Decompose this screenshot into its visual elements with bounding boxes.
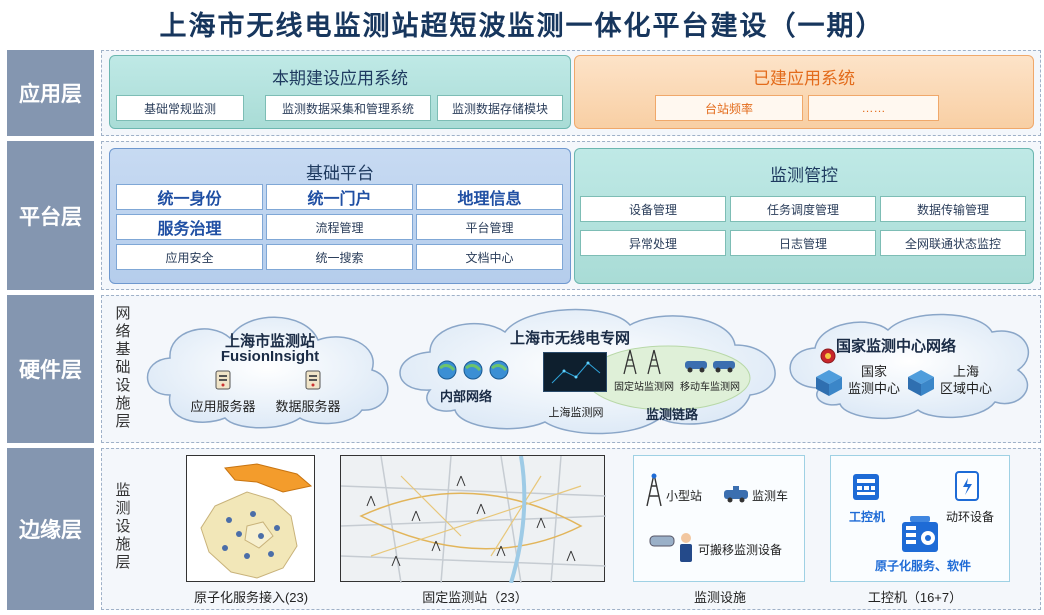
- monitor-link-label: 监测链路: [646, 407, 699, 422]
- monitor-control-title: 监测管控: [770, 166, 838, 185]
- monitor-facility-box: [633, 455, 805, 582]
- base-item-service-gov: 服务治理: [116, 214, 263, 240]
- sh-net-label: 上海监测网: [548, 407, 604, 419]
- monitor-item-exception: 异常处理: [580, 230, 726, 256]
- inner-net-label: 内部网络: [440, 389, 493, 404]
- app-item-basic-monitor: 基础常规监测: [116, 95, 244, 121]
- regional-center-icon: [908, 370, 934, 396]
- layer-label-platform: 平台层: [7, 141, 94, 290]
- sh-net-map-image: [543, 352, 607, 392]
- fixed-station-caption: 固定监测站（23）: [422, 590, 528, 605]
- env-device-icon: [955, 471, 979, 501]
- data-server-icon: [305, 370, 321, 390]
- atomic-service-caption: 原子化服务接入(23): [193, 590, 309, 605]
- cloud-3: [789, 313, 1030, 420]
- app-server-icon: [215, 370, 231, 390]
- portable-device-icon: [649, 533, 692, 562]
- layer-label-app: 应用层: [7, 50, 94, 136]
- layer-label-hardware: 硬件层: [7, 295, 94, 443]
- cloud2-title: 上海市无线电专网: [509, 330, 630, 347]
- built-apps-title: 已建应用系统: [753, 69, 855, 88]
- built-apps-panel: 已建应用系统: [574, 55, 1034, 129]
- monitor-car-label: 监测车: [752, 489, 789, 503]
- base-item-unified-identity: 统一身份: [116, 184, 263, 210]
- monitor-item-task: 任务调度管理: [730, 196, 876, 222]
- monitor-item-log: 日志管理: [730, 230, 876, 256]
- app-item-data-collect: 监测数据采集和管理系统: [265, 95, 431, 121]
- base-platform-title: 基础平台: [306, 164, 374, 183]
- env-device-label: 动环设备: [945, 510, 994, 524]
- ipc-icon: [853, 474, 879, 500]
- base-item-doc-center: 文档中心: [416, 244, 563, 270]
- car-icons: [685, 361, 735, 373]
- base-item-unified-search: 统一搜索: [266, 244, 413, 270]
- cloud3-title: 国家监测中心网络: [835, 338, 956, 355]
- monitor-item-network-status: 全网联通状态监控: [880, 230, 1026, 256]
- monitor-item-device: 设备管理: [580, 196, 726, 222]
- base-item-process-mgmt: 流程管理: [266, 214, 413, 240]
- cloud1-title: 上海市监测站: [224, 333, 315, 350]
- atomic-service-icon: [902, 516, 938, 552]
- monitor-facility-caption: 监测设施: [693, 590, 746, 605]
- app-server-label: 应用服务器: [190, 399, 256, 414]
- fixed-station-map: [340, 455, 607, 584]
- ipc-caption: 工控机（16+7）: [867, 590, 963, 605]
- monitor-car-icon: [724, 486, 748, 503]
- portable-device-label: 可搬移监测设备: [698, 543, 783, 557]
- ipc-label: 工控机: [848, 510, 885, 524]
- globe-icons: [437, 360, 509, 380]
- small-station-icon: [646, 473, 662, 507]
- layer-label-edge: 边缘层: [7, 448, 94, 610]
- base-item-app-security: 应用安全: [116, 244, 263, 270]
- atomic-service-map: [186, 455, 315, 582]
- tower-icons: [623, 349, 661, 375]
- built-item-more: ……: [808, 95, 939, 121]
- small-station-label: 小型站: [666, 489, 703, 503]
- fixed-net-label: 固定站监测网: [614, 382, 674, 393]
- data-server-label: 数据服务器: [275, 399, 341, 414]
- base-item-unified-portal: 统一门户: [266, 184, 413, 210]
- app-item-data-storage: 监测数据存储模块: [437, 95, 563, 121]
- cloud1-subtitle: FusionInsight: [220, 348, 320, 365]
- cloud-1: [146, 316, 389, 429]
- base-item-platform-mgmt: 平台管理: [416, 214, 563, 240]
- national-center-label: 国家 监测中心: [847, 364, 900, 396]
- base-item-geo-info: 地理信息: [416, 184, 563, 210]
- page-title: 上海市无线电监测站超短波监测一体化平台建设（一期）: [159, 11, 885, 41]
- current-apps-title: 本期建设应用系统: [272, 69, 408, 88]
- mobile-net-label: 移动车监测网: [680, 382, 740, 393]
- national-emblem-icon: [820, 348, 836, 364]
- national-center-icon: [816, 370, 842, 396]
- edge-side-label: 监测设施层: [115, 482, 131, 571]
- atomic-software-label: 原子化服务、软件: [874, 559, 971, 573]
- monitor-item-transfer: 数据传输管理: [880, 196, 1026, 222]
- built-item-station-freq: 台站频率: [655, 95, 803, 121]
- regional-center-label: 上海 区域中心: [939, 364, 992, 396]
- hardware-side-label: 网络基础设施层: [115, 305, 131, 430]
